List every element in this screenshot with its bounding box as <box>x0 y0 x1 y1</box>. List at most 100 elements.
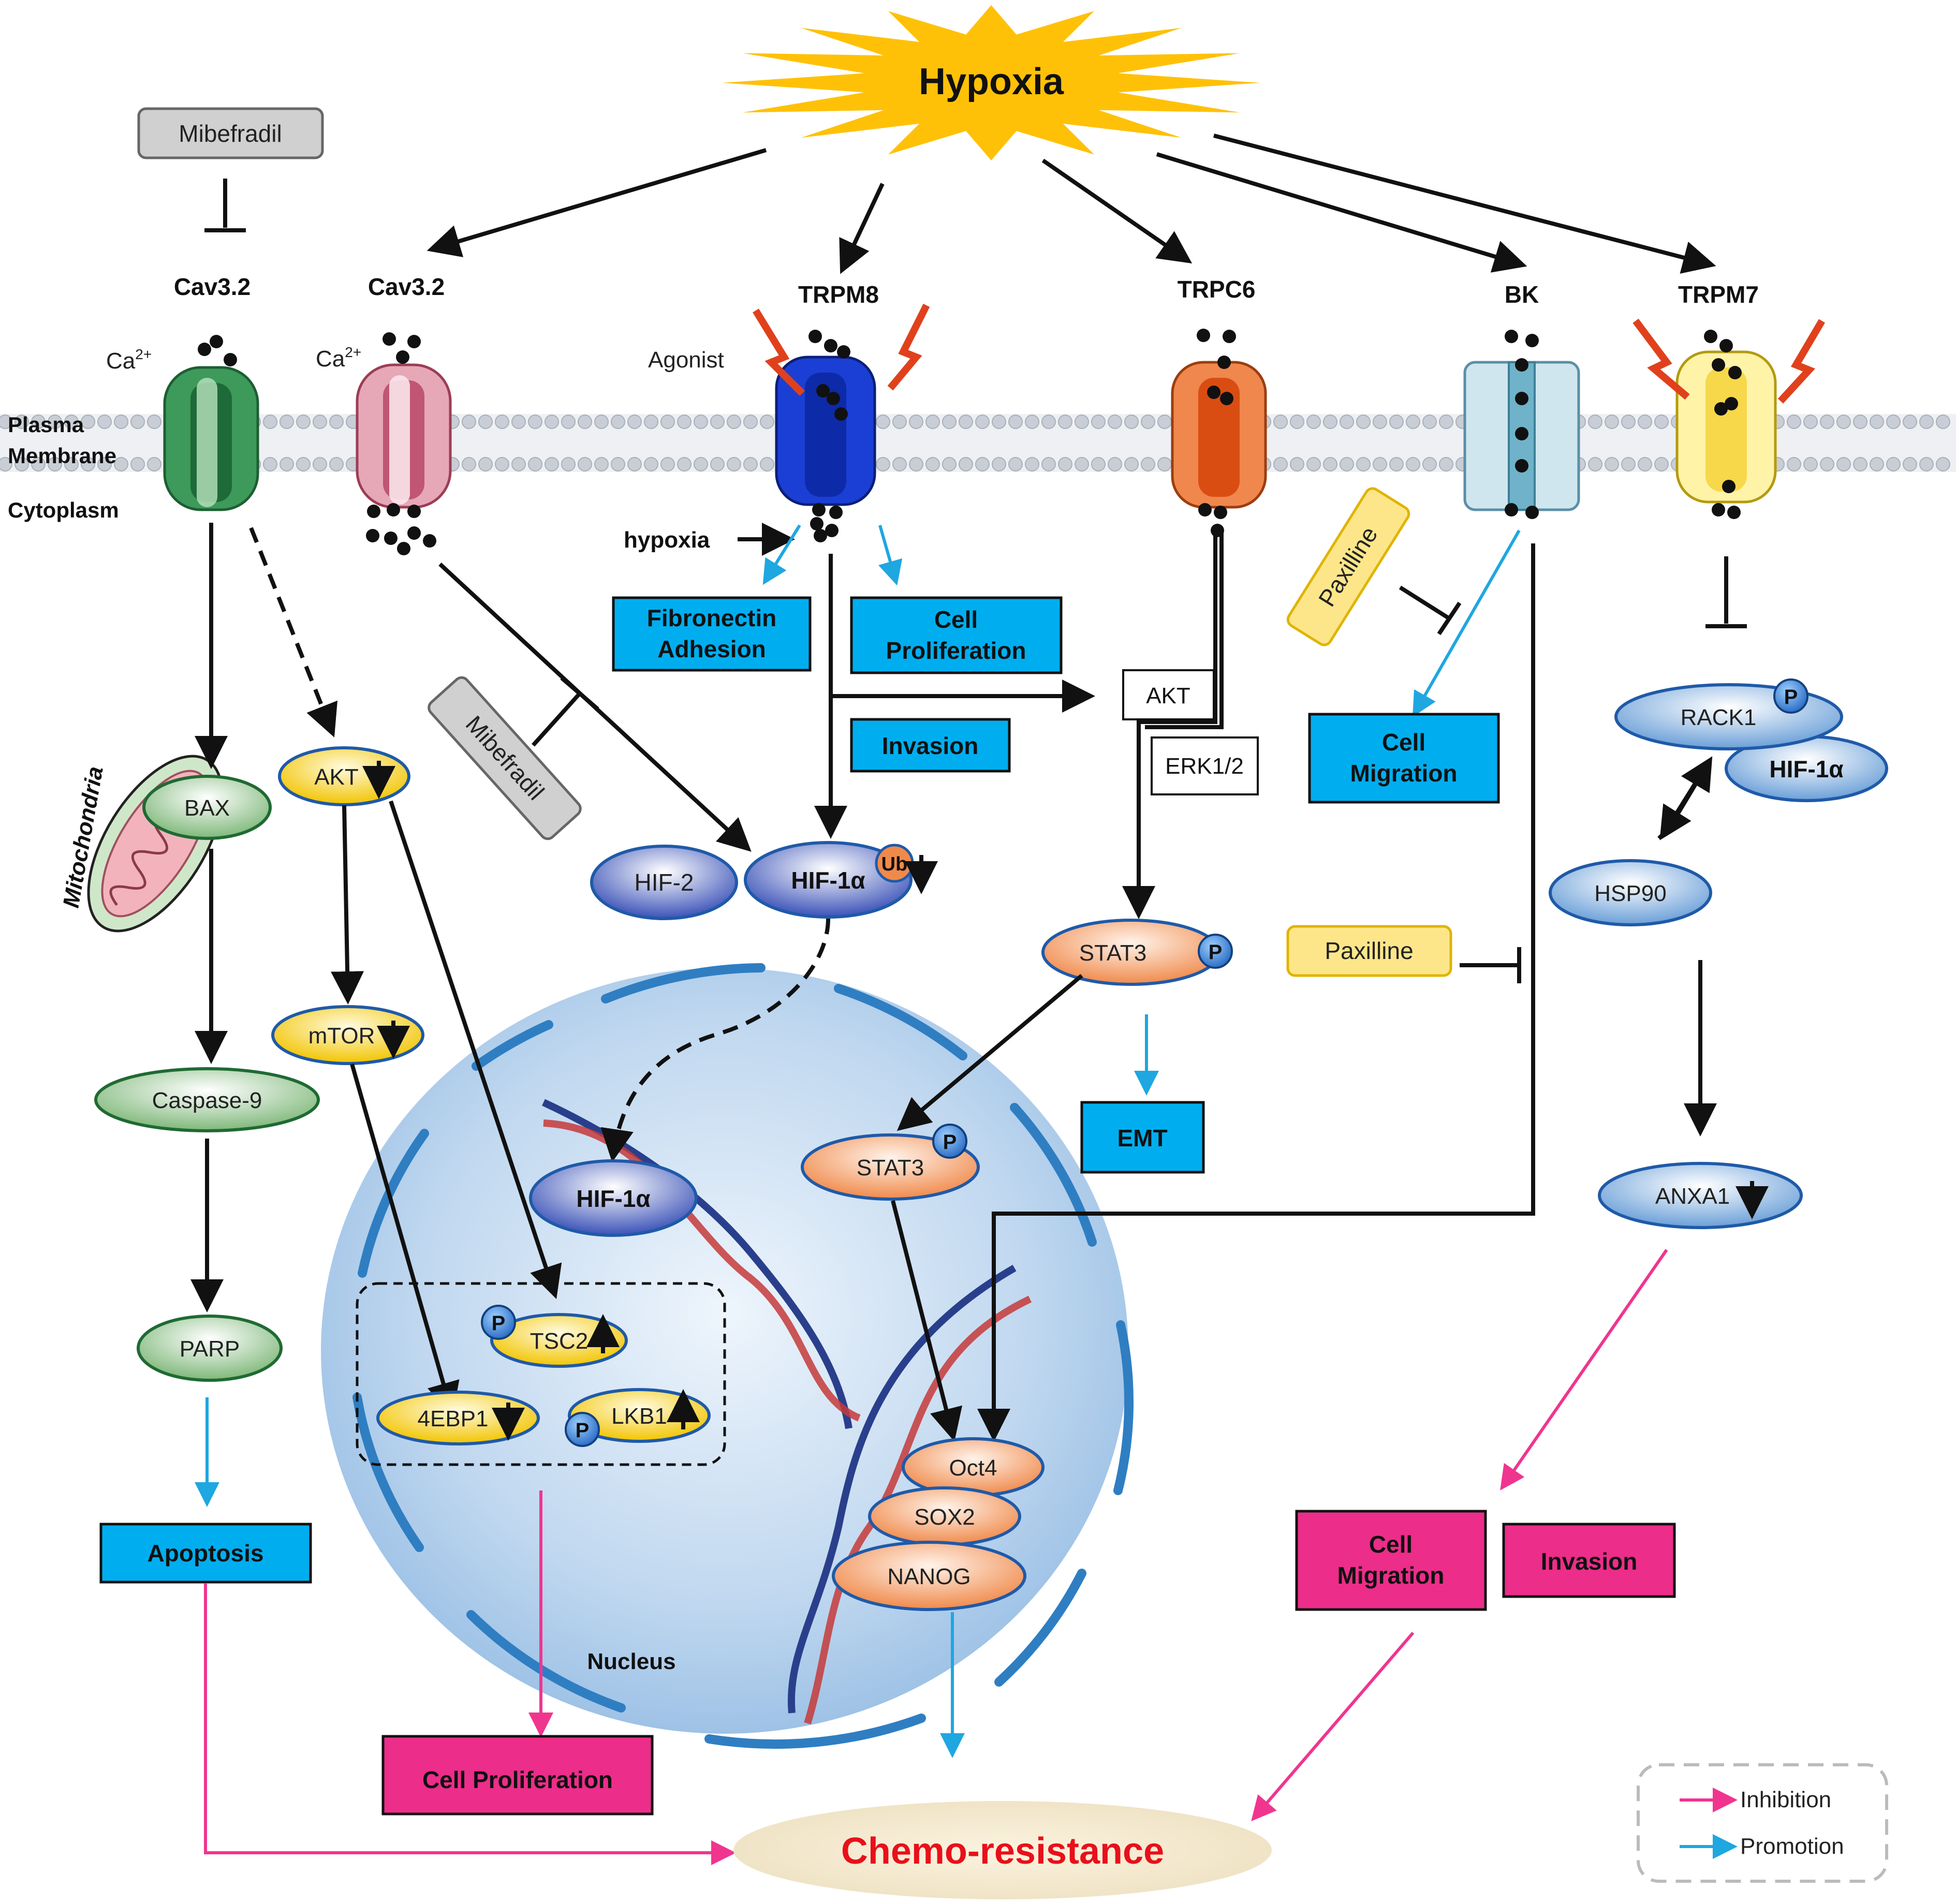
invasion-blue-box: Invasion <box>850 718 1011 773</box>
caspase9-label: Caspase-9 <box>152 1088 262 1113</box>
stat3-nuc-node: STAT3 P <box>801 1124 980 1201</box>
sox2-node: SOX2 <box>868 1486 1021 1546</box>
plasma-membrane <box>0 414 1956 472</box>
cellmig-pink-label-1: Cell <box>1369 1531 1413 1558</box>
bk-to-oct4-line <box>977 543 1535 1442</box>
trpm7-channel <box>1633 318 1826 504</box>
anxa1-label: ANXA1 <box>1655 1184 1730 1209</box>
stat3-nuclear-arrow <box>896 973 1083 1131</box>
cell-proliferation-blue-box: Cell Proliferation <box>850 596 1063 674</box>
invasion-pink-box: Invasion <box>1502 1523 1676 1598</box>
trpm8-channel <box>753 303 930 506</box>
hsp90-node: HSP90 <box>1549 859 1712 926</box>
cav32-channel-green <box>163 366 259 511</box>
trpc6-channel <box>1171 361 1267 509</box>
trpm8-arrows <box>738 523 1095 839</box>
membrane-label: Membrane <box>8 444 116 468</box>
hif1a-right-label: HIF-1α <box>1769 756 1843 783</box>
paxilline-flat: Paxilline <box>1286 925 1521 983</box>
parp-node: PARP <box>137 1315 283 1382</box>
cav32-label-left: Cav3.2 <box>174 273 251 300</box>
akt-label: AKT <box>314 764 359 790</box>
hypoxia-starburst: Hypoxia <box>722 5 1260 160</box>
ion-dots <box>198 329 1742 555</box>
hif1a-nuc-label: HIF-1α <box>576 1185 650 1212</box>
oct4-node: Oct4 <box>902 1437 1045 1497</box>
erk-box: ERK1/2 <box>1151 736 1259 795</box>
trpc6-signaling-line <box>1122 533 1224 919</box>
legend-promotion: Promotion <box>1740 1834 1844 1859</box>
stat3-to-oct4-arrow <box>891 1200 963 1442</box>
cellmig-blue-label-2: Migration <box>1350 760 1458 787</box>
paxilline-flat-label: Paxilline <box>1325 937 1413 964</box>
invasion-pink-label: Invasion <box>1541 1548 1638 1575</box>
calcium-label-left: Ca2+ <box>106 346 152 374</box>
ion-labels: Ca2+ Ca2+ Agonist <box>106 344 724 374</box>
4ebp1-label: 4EBP1 <box>418 1406 489 1431</box>
migration-chemo-arrow <box>1251 1632 1415 1822</box>
apoptosis-pathway-arrows <box>190 523 338 1507</box>
hif1a-nuc-node: HIF-1α <box>529 1159 698 1237</box>
hif2-label: HIF-2 <box>635 869 694 896</box>
4ebp1-node: 4EBP1 <box>376 1391 540 1445</box>
akt-box-label: AKT <box>1146 683 1190 709</box>
hypoxia-title: Hypoxia <box>919 61 1064 102</box>
erk-label: ERK1/2 <box>1165 754 1244 779</box>
cellmig-pink-label-2: Migration <box>1337 1562 1445 1589</box>
apoptosis-box: Apoptosis <box>99 1523 312 1584</box>
anxa1-node: ANXA1 <box>1598 1162 1803 1229</box>
akt-node: AKT <box>278 746 410 806</box>
trpm8-label: TRPM8 <box>798 281 879 308</box>
mitochondria: Mitochondria <box>58 755 224 933</box>
cell-migration-pink-box: Cell Migration <box>1295 1510 1487 1611</box>
mibefradil-top-label: Mibefradil <box>179 120 282 147</box>
cellmig-blue-label-1: Cell <box>1382 729 1425 756</box>
stat3-cyto-phospho: P <box>1209 941 1223 964</box>
agonist-label: Agonist <box>648 347 724 373</box>
tsc2-node: TSC2 P <box>481 1305 628 1368</box>
legend-inhibition: Inhibition <box>1740 1787 1831 1812</box>
bax-node: BAX <box>142 775 272 840</box>
apoptosis-chemo-arrow <box>204 1584 736 1865</box>
cytoplasm-label: Cytoplasm <box>8 498 119 522</box>
plasma-label: Plasma <box>8 412 84 437</box>
tsc2-label: TSC2 <box>530 1329 588 1354</box>
caspase9-node: Caspase-9 <box>94 1067 320 1132</box>
cell-proliferation-pink-label: Cell Proliferation <box>422 1766 613 1793</box>
cav32-channel-pink <box>356 363 452 509</box>
rack1-hsp90-arrow <box>1657 756 1713 840</box>
emt-label: EMT <box>1117 1125 1167 1152</box>
cav32-label-right: Cav3.2 <box>368 273 445 300</box>
hypoxia-small-label: hypoxia <box>624 527 710 553</box>
hif1a-cyto-label: HIF-1α <box>791 867 865 894</box>
mibefradil-top: Mibefradil <box>137 107 324 232</box>
hif1a-cyto-node: HIF-1α Ub <box>744 841 938 919</box>
lkb1-phospho: P <box>576 1419 590 1442</box>
akt-mtor-arrows <box>331 800 562 1416</box>
trpm7-inhibition <box>1705 556 1747 628</box>
hif2-node: HIF-2 <box>590 845 738 920</box>
stat3-cyto-node: STAT3 P <box>1041 919 1233 986</box>
legend: Inhibition Promotion <box>1637 1763 1888 1883</box>
cellprolif-blue-label-1: Cell <box>934 606 978 633</box>
emt-box: EMT <box>1080 1101 1205 1174</box>
nucleus-label: Nucleus <box>587 1649 675 1674</box>
cell-proliferation-pink-box: Cell Proliferation <box>381 1735 654 1816</box>
trpc6-label: TRPC6 <box>1178 276 1256 303</box>
akt-box: AKT <box>1122 669 1215 720</box>
paxilline-tilted: Paxilline <box>1286 487 1462 646</box>
sox2-label: SOX2 <box>914 1504 975 1530</box>
mtor-targets-box <box>356 1282 726 1466</box>
chemo-resistance: Chemo-resistance <box>733 1801 1272 1899</box>
chemo-label: Chemo-resistance <box>841 1831 1164 1872</box>
parp-label: PARP <box>180 1336 240 1362</box>
lkb1-label: LKB1 <box>611 1404 667 1429</box>
invasion-blue-label: Invasion <box>882 732 979 759</box>
anxa1-inhibition-arrow <box>1500 1249 1668 1490</box>
channel-labels: Cav3.2 Cav3.2 TRPM8 TRPC6 BK TRPM7 <box>174 273 1759 308</box>
rack1-label: RACK1 <box>1681 705 1757 730</box>
rack1-phospho: P <box>1784 686 1798 709</box>
stat3-nuc-phospho: P <box>943 1131 957 1154</box>
